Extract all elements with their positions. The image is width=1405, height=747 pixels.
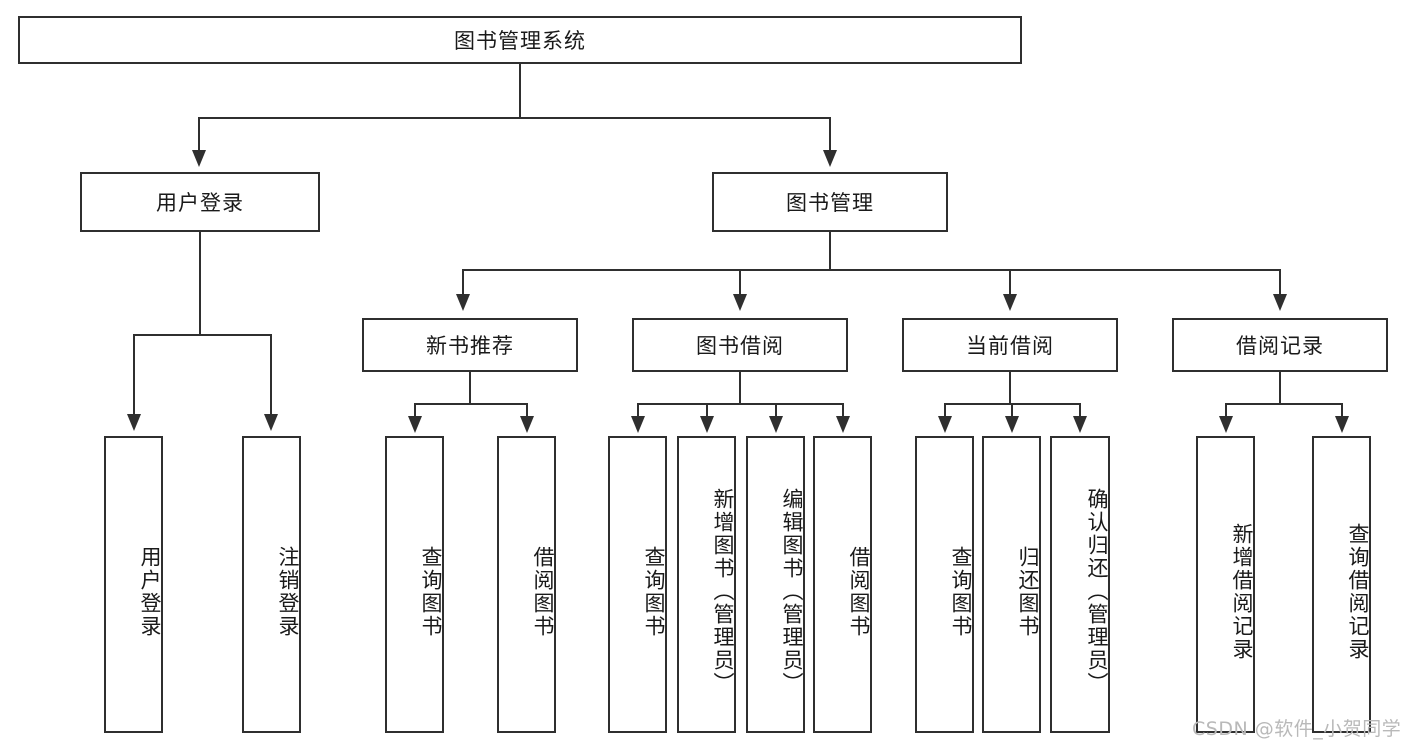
node-book-borrow[interactable]: 图书借阅: [632, 318, 848, 372]
edge-root-bus: [198, 117, 831, 119]
node-label: 确认归还（管理员）: [1085, 488, 1109, 695]
node-label: 新增借阅记录: [1230, 522, 1254, 661]
edge-root-stem: [519, 64, 521, 118]
edge-nbr-stem: [469, 372, 471, 404]
edge-bm-drop-1: [462, 269, 464, 297]
edge-bm-drop-2: [739, 269, 741, 297]
arrow-to-leaf-edit-book: [769, 416, 783, 433]
node-label: 用户登录: [156, 191, 244, 215]
edge-root-to-user-login: [198, 117, 200, 153]
arrow-to-user-login: [192, 150, 206, 167]
node-label: 借阅记录: [1236, 334, 1324, 358]
edge-book-manage-bus: [462, 269, 1280, 271]
node-leaf-query-record[interactable]: 查询借阅记录: [1312, 436, 1371, 733]
node-label: 用户登录: [138, 545, 162, 638]
node-leaf-borrow-book-2[interactable]: 借阅图书: [813, 436, 872, 733]
edge-bb-drop-4: [842, 403, 844, 418]
node-leaf-user-login[interactable]: 用户登录: [104, 436, 163, 733]
arrow-to-leaf-logout-login: [264, 414, 278, 431]
edge-br-drop-2: [1341, 403, 1343, 418]
node-label: 查询借阅记录: [1346, 522, 1370, 661]
node-current-borrow[interactable]: 当前借阅: [902, 318, 1118, 372]
arrow-to-leaf-query-book-3: [938, 416, 952, 433]
edge-root-to-book-manage: [829, 117, 831, 153]
arrow-to-leaf-confirm-return: [1073, 416, 1087, 433]
node-leaf-add-book[interactable]: 新增图书（管理员）: [677, 436, 736, 733]
edge-bm-drop-3: [1009, 269, 1011, 297]
node-leaf-query-book-1[interactable]: 查询图书: [385, 436, 444, 733]
edge-cb-drop-1: [944, 403, 946, 418]
node-label: 归还图书: [1016, 545, 1040, 638]
edge-user-login-bus: [133, 334, 271, 336]
arrow-to-new-book-recommend: [456, 294, 470, 311]
arrow-to-borrow-record: [1273, 294, 1287, 311]
arrow-to-leaf-return-book: [1005, 416, 1019, 433]
arrow-to-current-borrow: [1003, 294, 1017, 311]
node-label: 图书管理: [786, 191, 874, 215]
edge-br-bus: [1225, 403, 1342, 405]
edge-cb-stem: [1009, 372, 1011, 404]
node-label: 图书借阅: [696, 334, 784, 358]
node-borrow-record[interactable]: 借阅记录: [1172, 318, 1388, 372]
edge-bb-drop-3: [775, 403, 777, 418]
node-leaf-return-book[interactable]: 归还图书: [982, 436, 1041, 733]
arrow-to-book-borrow: [733, 294, 747, 311]
node-label: 当前借阅: [966, 334, 1054, 358]
arrow-to-leaf-user-login: [127, 414, 141, 431]
node-label: 图书管理系统: [454, 29, 586, 53]
node-label: 借阅图书: [847, 545, 871, 638]
arrow-to-leaf-query-book-1: [408, 416, 422, 433]
arrow-to-leaf-add-book: [700, 416, 714, 433]
edge-bm-drop-4: [1279, 269, 1281, 297]
node-label: 查询图书: [949, 545, 973, 638]
node-leaf-borrow-book-1[interactable]: 借阅图书: [497, 436, 556, 733]
node-label: 编辑图书（管理员）: [780, 488, 804, 695]
node-leaf-logout-login[interactable]: 注销登录: [242, 436, 301, 733]
node-label: 借阅图书: [531, 545, 555, 638]
edge-user-login-drop-2: [270, 334, 272, 416]
edge-nbr-bus: [414, 403, 527, 405]
edge-bb-stem: [739, 372, 741, 404]
node-root-system[interactable]: 图书管理系统: [18, 16, 1022, 64]
edge-user-login-drop-1: [133, 334, 135, 416]
node-leaf-add-record[interactable]: 新增借阅记录: [1196, 436, 1255, 733]
node-leaf-confirm-return[interactable]: 确认归还（管理员）: [1050, 436, 1110, 733]
node-leaf-query-book-3[interactable]: 查询图书: [915, 436, 974, 733]
arrow-to-leaf-borrow-book-1: [520, 416, 534, 433]
arrow-to-leaf-borrow-book-2: [836, 416, 850, 433]
watermark-text: CSDN @软件_小贺同学: [1192, 718, 1402, 740]
arrow-to-leaf-query-record: [1335, 416, 1349, 433]
edge-nbr-drop-1: [414, 403, 416, 418]
arrow-to-leaf-add-record: [1219, 416, 1233, 433]
node-label: 注销登录: [276, 545, 300, 638]
edge-cb-drop-3: [1079, 403, 1081, 418]
node-leaf-edit-book[interactable]: 编辑图书（管理员）: [746, 436, 805, 733]
edge-book-manage-stem: [829, 232, 831, 270]
edge-br-drop-1: [1225, 403, 1227, 418]
arrow-to-book-manage: [823, 150, 837, 167]
node-label: 新增图书（管理员）: [711, 488, 735, 695]
edge-user-login-stem: [199, 232, 201, 336]
edge-bb-drop-1: [637, 403, 639, 418]
edge-bb-bus: [637, 403, 843, 405]
node-label: 查询图书: [419, 545, 443, 638]
edge-bb-drop-2: [706, 403, 708, 418]
arrow-to-leaf-query-book-2: [631, 416, 645, 433]
node-book-manage[interactable]: 图书管理: [712, 172, 948, 232]
node-user-login[interactable]: 用户登录: [80, 172, 320, 232]
edge-br-stem: [1279, 372, 1281, 404]
node-label: 新书推荐: [426, 334, 514, 358]
node-label: 查询图书: [642, 545, 666, 638]
edge-nbr-drop-2: [526, 403, 528, 418]
node-new-book-recommend[interactable]: 新书推荐: [362, 318, 578, 372]
edge-cb-drop-2: [1011, 403, 1013, 418]
node-leaf-query-book-2[interactable]: 查询图书: [608, 436, 667, 733]
